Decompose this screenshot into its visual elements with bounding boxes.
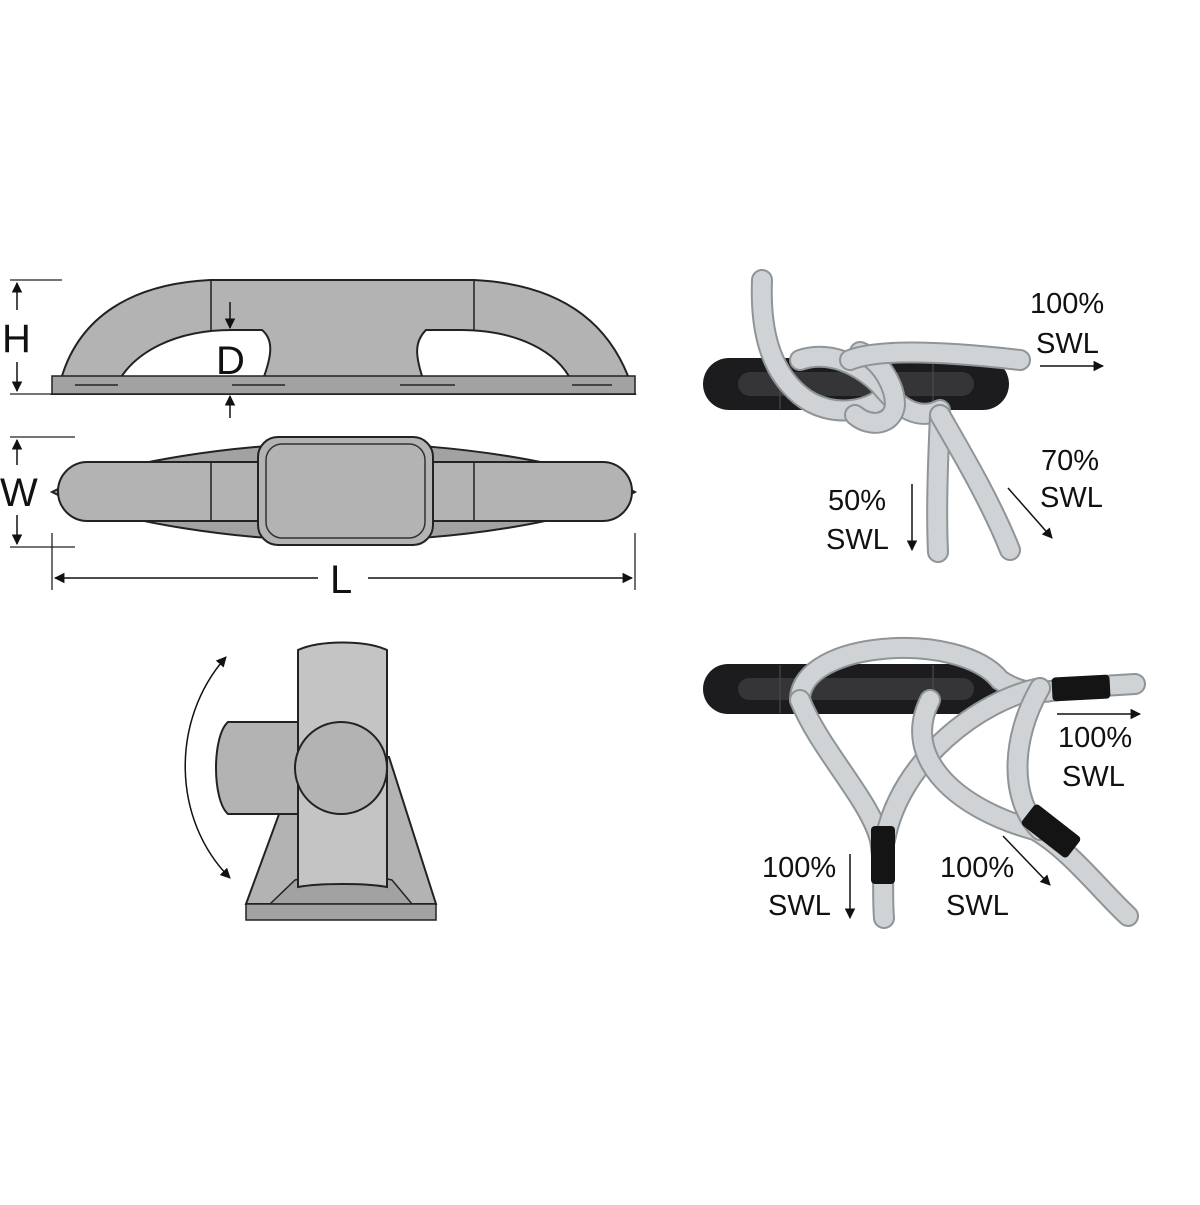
loop-horizontal-value: 100%: [1058, 722, 1132, 754]
side-view-base-plate: [51, 375, 636, 395]
loop-down-unit: SWL: [768, 890, 831, 922]
side-view-body: [50, 279, 637, 395]
end-view-base-plate: [245, 903, 437, 921]
dimension-l-label: L: [330, 558, 352, 602]
knot-example: 100% SWL 50% SWL 70% SWL: [703, 269, 1104, 563]
loop-down-value: 100%: [762, 852, 836, 884]
loop-diagonal-value: 100%: [940, 852, 1014, 884]
knot-horizontal-unit: SWL: [1036, 328, 1099, 360]
rope-whipping: [871, 826, 895, 884]
dimension-w-label: W: [0, 471, 38, 515]
loop-diagonal-arrow: [1002, 835, 1051, 886]
knot-diagonal-arrow: [1007, 487, 1053, 539]
dimension-d-label: D: [216, 339, 245, 383]
rope-whipping: [1021, 804, 1081, 858]
loop-example: 100% SWL 100% SWL 100% SWL: [703, 637, 1146, 929]
fairlead-end-view: [184, 641, 438, 921]
knot-diagonal-value: 70%: [1041, 445, 1099, 477]
dimension-h: H: [2, 279, 62, 395]
loop-diagonal-unit: SWL: [946, 890, 1009, 922]
top-view-center-block: [257, 436, 434, 546]
fairlead-side-view: [50, 279, 637, 395]
dimension-w: W: [0, 436, 75, 548]
knot-horizontal-value: 100%: [1030, 288, 1104, 320]
dimension-d: D: [216, 302, 245, 418]
knot-diagonal-unit: SWL: [1040, 482, 1103, 514]
dimension-h-label: H: [2, 317, 31, 361]
knot-rope: [750, 269, 1031, 563]
rope-whipping: [1051, 674, 1111, 702]
fairlead-top-view: [49, 436, 638, 546]
top-view-center-inner: [265, 443, 426, 539]
knot-down-unit: SWL: [826, 524, 889, 556]
loop-horizontal-unit: SWL: [1062, 761, 1125, 793]
end-view-pivot: [294, 721, 388, 815]
knot-down-value: 50%: [828, 485, 886, 517]
dimension-l: L: [51, 533, 636, 602]
rotation-arrow: [184, 656, 231, 879]
